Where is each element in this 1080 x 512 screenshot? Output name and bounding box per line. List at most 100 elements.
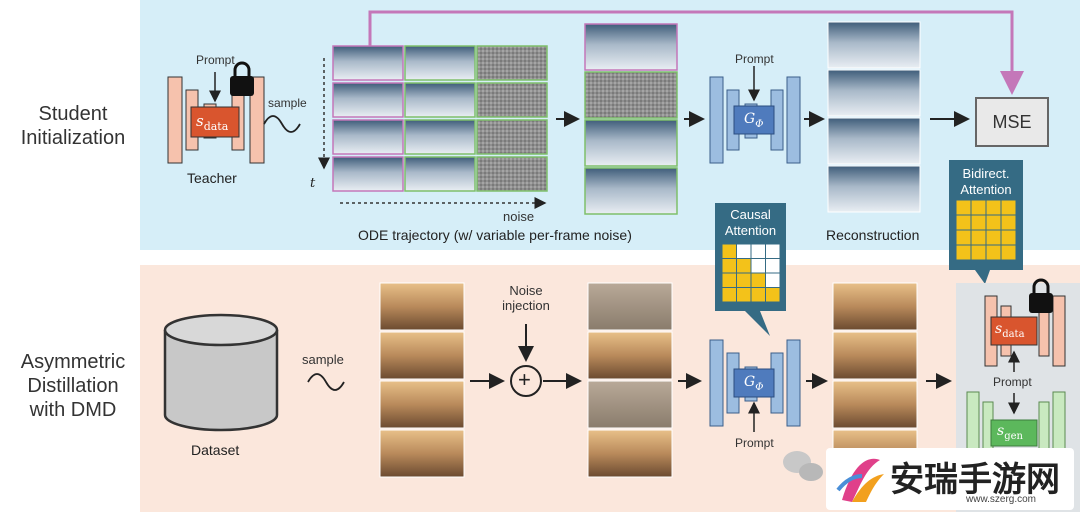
gen-top-label: GΦ <box>744 111 763 130</box>
attention-cell <box>985 214 1002 231</box>
ode-caption: ODE trajectory (w/ variable per-frame no… <box>358 227 632 243</box>
noise-injection-line2: injection <box>502 298 550 313</box>
watermark-url: www.szerg.com <box>966 494 1037 505</box>
reconstruction-frames <box>827 21 921 213</box>
attention-cell <box>970 214 987 231</box>
attention-cell <box>955 214 972 231</box>
row-label-asym-line3: with DMD <box>29 399 117 421</box>
dataset-cylinder <box>163 313 279 432</box>
teacher-caption: Teacher <box>187 170 237 186</box>
gen-bottom-prompt-label: Prompt <box>735 436 774 450</box>
selected-frames <box>584 23 678 215</box>
attention-cell <box>721 272 737 288</box>
attention-cell <box>970 199 987 216</box>
teacher-lock-icon <box>230 61 254 96</box>
bidirect-attention-matrix <box>955 199 1017 261</box>
watermark-logo <box>836 458 884 502</box>
attention-cell <box>955 229 972 246</box>
sample-label-top: sample <box>268 96 307 110</box>
sample-wave-bottom <box>307 373 345 391</box>
watermark-brand: 安瑞手游网 <box>890 460 1060 500</box>
critic-prompt-label: Prompt <box>993 375 1032 389</box>
causal-attention-title: Causal Attention <box>715 203 786 239</box>
critic-sgen-label: sgen <box>997 423 1023 442</box>
ode-row-1 <box>332 45 548 81</box>
critic-lock-icon <box>1029 278 1053 313</box>
teacher-score-s: s <box>196 112 204 130</box>
gen-bottom-g: G <box>744 374 756 390</box>
teacher-prompt-label: Prompt <box>196 53 235 67</box>
attention-cell <box>985 229 1002 246</box>
attention-cell <box>1000 229 1017 246</box>
causal-attention-matrix <box>721 243 781 303</box>
gen-top-g: G <box>744 111 756 127</box>
attention-cell <box>750 243 766 259</box>
bidirect-line1: Bidirect. <box>962 166 1010 181</box>
critic-sgen-s: s <box>997 423 1005 439</box>
attention-cell <box>765 287 781 303</box>
attention-cell <box>750 258 766 274</box>
row-label-student-line2: Initialization <box>20 127 126 149</box>
row-label-student-line1: Student <box>38 103 108 125</box>
critic-sgen-sub: gen <box>1004 430 1023 442</box>
row-label-asym-line2: Distillation <box>27 375 119 397</box>
noisy-frames <box>587 282 673 478</box>
ode-row-4 <box>332 156 548 192</box>
attention-cell <box>721 287 737 303</box>
attention-cell <box>985 244 1002 261</box>
pink-arrow <box>368 10 1024 95</box>
row-label-asymmetric: Asymmetric Distillation with DMD <box>8 350 138 422</box>
critic-sdata-s: s <box>995 321 1003 337</box>
noise-injection-label: Noise injection <box>496 283 556 313</box>
ode-grid <box>332 45 548 192</box>
attention-cell <box>765 272 781 288</box>
gen-top-sub: Φ <box>755 118 764 130</box>
critic-sdata-sub: data <box>1002 328 1025 340</box>
generator-bottom <box>709 339 801 432</box>
sample-wave-top <box>263 115 301 133</box>
ode-row-3 <box>332 119 548 155</box>
attention-cell <box>736 272 752 288</box>
noise-injection-line1: Noise <box>509 283 543 298</box>
ode-row-2 <box>332 82 548 118</box>
plus-sign: + <box>518 367 531 392</box>
attention-cell <box>970 229 987 246</box>
plus-circle-icon <box>510 365 542 397</box>
row-label-student: Student Initialization <box>8 102 138 150</box>
sample-label-bottom: sample <box>302 352 344 367</box>
attention-cell <box>970 244 987 261</box>
dataset-caption: Dataset <box>191 442 240 458</box>
teacher-score-sub: data <box>203 120 229 133</box>
causal-line1: Causal <box>730 207 771 222</box>
gen-bottom-label: GΦ <box>744 374 763 393</box>
noise-axis-label: noise <box>503 209 535 224</box>
attention-cell <box>736 258 752 274</box>
gen-bottom-sub: Φ <box>755 381 764 393</box>
watermark: 安瑞手游网 www.szerg.com <box>826 448 1074 510</box>
bidirect-line2: Attention <box>960 182 1012 197</box>
chat-bubble-icon <box>783 451 823 481</box>
bidirect-attention-title: Bidirect. Attention <box>949 162 1023 198</box>
attention-cell <box>1000 199 1017 216</box>
attention-cell <box>765 258 781 274</box>
t-axis-label: t <box>310 176 316 191</box>
mse-box: MSE <box>975 97 1049 147</box>
attention-cell <box>750 287 766 303</box>
causal-line2: Attention <box>724 223 777 238</box>
attention-cell <box>736 243 752 259</box>
reconstruction-caption: Reconstruction <box>826 227 920 243</box>
attention-cell <box>955 199 972 216</box>
attention-cell <box>721 258 737 274</box>
attention-cell <box>750 272 766 288</box>
attention-cell <box>955 244 972 261</box>
attention-cell <box>765 243 781 259</box>
row-label-asym-line1: Asymmetric <box>20 351 126 373</box>
dataset-frames <box>379 282 465 478</box>
attention-cell <box>1000 214 1017 231</box>
critic-sdata-label: sdata <box>995 321 1025 340</box>
attention-cell <box>721 243 737 259</box>
attention-cell <box>985 199 1002 216</box>
gen-top-prompt-label: Prompt <box>735 52 774 66</box>
